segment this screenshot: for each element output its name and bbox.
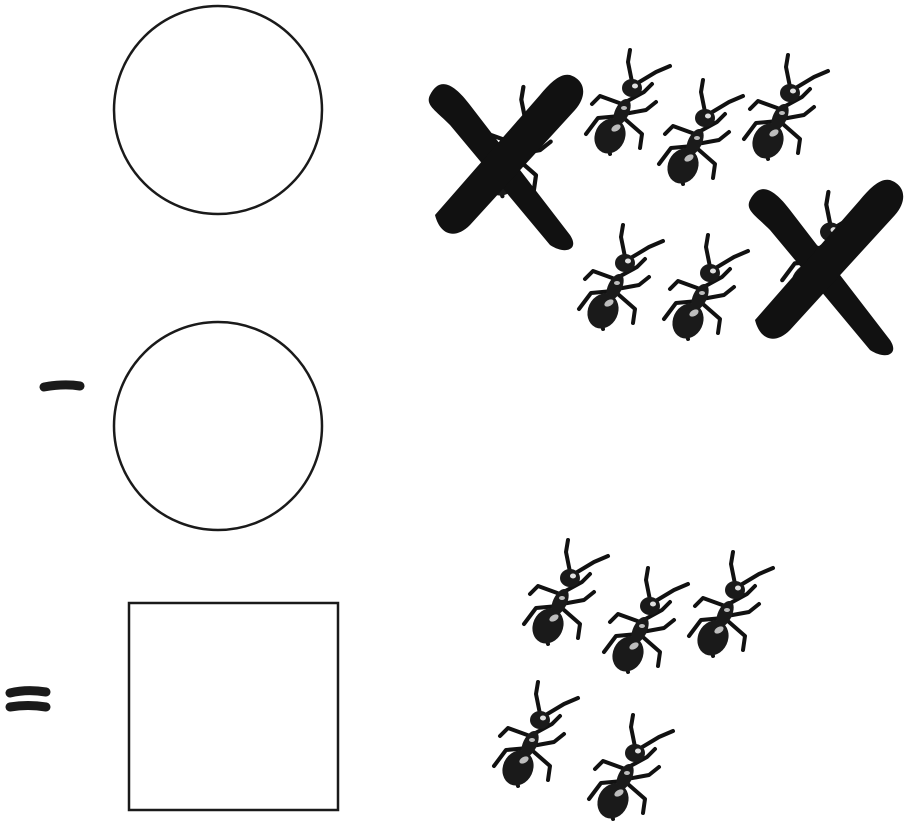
cross-out-mark [429, 75, 584, 250]
answer-square[interactable] [129, 603, 338, 810]
ant-icon [494, 682, 578, 791]
equals-sign [10, 691, 46, 707]
ant-icon [664, 235, 748, 344]
ant-icon [589, 715, 673, 824]
minus-sign [44, 385, 80, 387]
ant-group-top [429, 50, 904, 355]
answer-circle-1[interactable] [114, 6, 322, 214]
ant-group-bottom [494, 540, 773, 824]
ant-icon [524, 540, 608, 649]
answer-circle-2[interactable] [114, 322, 322, 530]
ant-icon [744, 55, 828, 164]
ant-icon [579, 225, 663, 334]
ant-icon [586, 50, 670, 159]
ant-icon [689, 552, 773, 661]
ant-icon [604, 568, 688, 677]
ant-icon [659, 80, 743, 189]
